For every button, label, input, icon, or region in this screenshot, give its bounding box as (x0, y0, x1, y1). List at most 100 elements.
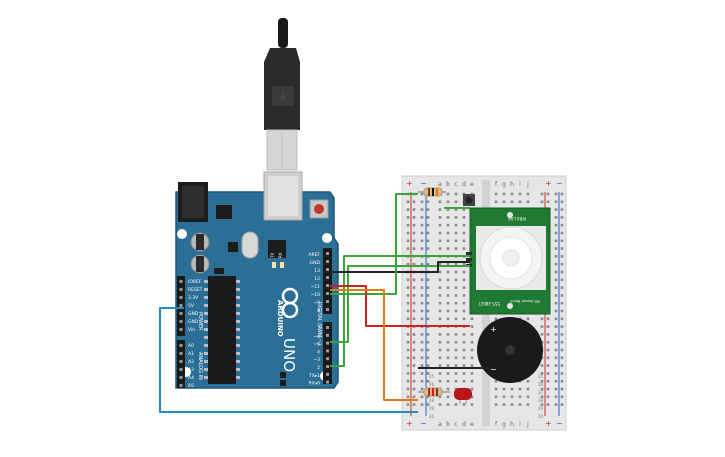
breadboard-hole[interactable] (406, 262, 410, 266)
breadboard-hole[interactable] (454, 333, 458, 336)
breadboard-hole[interactable] (470, 364, 474, 367)
breadboard-hole[interactable] (420, 262, 424, 266)
breadboard-hole[interactable] (518, 192, 522, 196)
push-button[interactable] (463, 194, 475, 206)
breadboard-hole[interactable] (454, 379, 458, 383)
breadboard-hole[interactable] (560, 208, 564, 211)
breadboard-hole[interactable] (454, 208, 458, 211)
header-pin[interactable] (179, 368, 183, 371)
breadboard-hole[interactable] (454, 239, 458, 243)
breadboard-hole[interactable] (560, 395, 564, 399)
breadboard-hole[interactable] (420, 387, 424, 391)
breadboard-hole[interactable] (454, 200, 458, 204)
breadboard-hole[interactable] (526, 200, 530, 204)
breadboard-hole[interactable] (546, 387, 550, 391)
breadboard-hole[interactable] (540, 372, 544, 375)
breadboard-hole[interactable] (438, 278, 442, 282)
breadboard-hole[interactable] (412, 216, 416, 219)
breadboard-hole[interactable] (554, 239, 558, 243)
breadboard-hole[interactable] (462, 262, 466, 266)
breadboard-hole[interactable] (462, 364, 466, 367)
breadboard-hole[interactable] (560, 403, 564, 406)
breadboard-hole[interactable] (446, 278, 450, 282)
header-pin[interactable] (179, 352, 183, 355)
breadboard-hole[interactable] (554, 301, 558, 305)
breadboard-hole[interactable] (446, 348, 450, 352)
breadboard-hole[interactable] (420, 247, 424, 250)
breadboard-hole[interactable] (438, 216, 442, 219)
breadboard-hole[interactable] (438, 200, 442, 204)
breadboard-hole[interactable] (540, 192, 544, 196)
breadboard-hole[interactable] (406, 286, 410, 289)
breadboard-hole[interactable] (406, 208, 410, 211)
breadboard-hole[interactable] (426, 379, 430, 383)
breadboard-hole[interactable] (412, 262, 416, 266)
breadboard-hole[interactable] (494, 403, 498, 406)
breadboard-hole[interactable] (518, 387, 522, 391)
breadboard-hole[interactable] (560, 387, 564, 391)
breadboard-hole[interactable] (462, 348, 466, 352)
breadboard-hole[interactable] (426, 286, 430, 289)
breadboard-hole[interactable] (412, 208, 416, 211)
breadboard-hole[interactable] (426, 200, 430, 204)
breadboard-hole[interactable] (560, 255, 564, 258)
breadboard-hole[interactable] (510, 387, 514, 391)
breadboard-hole[interactable] (554, 294, 558, 297)
breadboard-hole[interactable] (420, 340, 424, 344)
breadboard-hole[interactable] (426, 403, 430, 406)
breadboard-hole[interactable] (546, 356, 550, 360)
breadboard-hole[interactable] (560, 200, 564, 204)
breadboard-hole[interactable] (420, 192, 424, 196)
header-pin[interactable] (326, 292, 329, 295)
wire-green-top[interactable] (330, 193, 418, 295)
breadboard-hole[interactable] (554, 372, 558, 375)
breadboard-hole[interactable] (426, 340, 430, 344)
breadboard-hole[interactable] (518, 200, 522, 204)
breadboard-hole[interactable] (446, 379, 450, 383)
breadboard-hole[interactable] (510, 395, 514, 399)
breadboard-hole[interactable] (406, 395, 410, 399)
breadboard-hole[interactable] (438, 247, 442, 250)
breadboard-hole[interactable] (420, 239, 424, 243)
breadboard-hole[interactable] (560, 192, 564, 196)
breadboard-hole[interactable] (560, 247, 564, 250)
breadboard-hole[interactable] (554, 333, 558, 336)
header-pin[interactable] (179, 376, 183, 379)
breadboard-hole[interactable] (546, 395, 550, 399)
breadboard-hole[interactable] (554, 216, 558, 219)
wire-black-gnd[interactable] (330, 261, 470, 273)
breadboard-hole[interactable] (462, 231, 466, 235)
breadboard-hole[interactable] (406, 231, 410, 235)
breadboard-hole[interactable] (546, 317, 550, 321)
wire-green-5v[interactable] (330, 255, 470, 367)
breadboard-hole[interactable] (406, 223, 410, 227)
breadboard-hole[interactable] (420, 317, 424, 321)
breadboard-hole[interactable] (438, 317, 442, 321)
breadboard-hole[interactable] (420, 200, 424, 204)
breadboard-hole[interactable] (420, 403, 424, 406)
breadboard-hole[interactable] (470, 348, 474, 352)
breadboard-hole[interactable] (446, 356, 450, 360)
header-pin[interactable] (179, 288, 183, 291)
header-pin[interactable] (179, 344, 183, 347)
breadboard-hole[interactable] (406, 247, 410, 250)
breadboard-hole[interactable] (454, 278, 458, 282)
breadboard-hole[interactable] (454, 372, 458, 375)
wire-green-pin2[interactable] (330, 265, 470, 343)
breadboard-hole[interactable] (454, 247, 458, 250)
breadboard-hole[interactable] (406, 372, 410, 375)
header-pin[interactable] (326, 276, 329, 279)
breadboard-hole[interactable] (560, 294, 564, 297)
header-pin[interactable] (179, 360, 183, 363)
breadboard-hole[interactable] (420, 278, 424, 282)
breadboard-hole[interactable] (462, 216, 466, 219)
breadboard-hole[interactable] (560, 348, 564, 352)
breadboard-hole[interactable] (420, 216, 424, 219)
header-pin[interactable] (179, 280, 183, 283)
breadboard-hole[interactable] (554, 317, 558, 321)
breadboard-hole[interactable] (526, 192, 530, 196)
breadboard-hole[interactable] (462, 239, 466, 243)
breadboard-hole[interactable] (526, 395, 530, 399)
breadboard-hole[interactable] (560, 333, 564, 336)
breadboard-hole[interactable] (554, 262, 558, 266)
